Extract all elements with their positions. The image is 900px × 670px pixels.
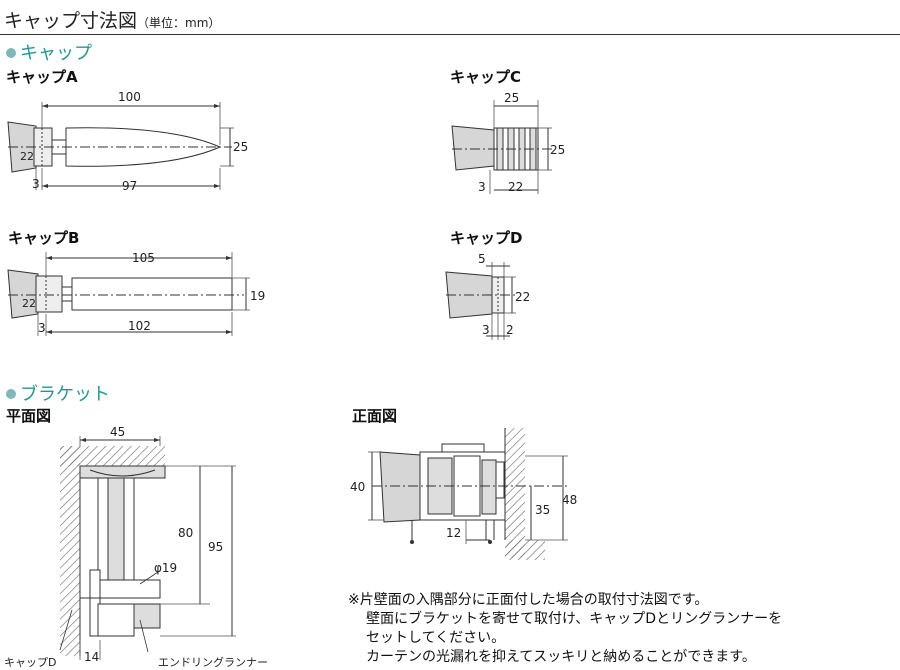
cap-a-height-dim: 25: [233, 140, 248, 154]
plan-outer-dim: 95: [208, 540, 223, 554]
plan-inner-dim: 80: [178, 526, 193, 540]
plan-view-label: 平面図: [6, 407, 52, 425]
page-title-text: キャップ寸法図: [4, 10, 138, 32]
front-right-dim: 48: [562, 493, 577, 507]
cap-a-total-dim: 100: [118, 90, 141, 104]
callout-end-ring: エンドリングランナー: [158, 655, 268, 669]
front-left-dim: 40: [350, 480, 365, 494]
cap-c-gap-dim: 3: [478, 180, 486, 194]
cap-d-gap-dim: 3: [482, 323, 490, 337]
note-block: ※片壁面の入隅部分に正面付した場合の取付寸法図です。 壁面にブラケットを寄せて取…: [348, 591, 782, 667]
front-view-label: 正面図: [352, 407, 398, 425]
section-bracket-label: ブラケット: [20, 384, 110, 405]
note-line-3: セットしてください。: [366, 630, 506, 646]
cap-d-label: キャップD: [450, 229, 523, 247]
plan-width-dim: 45: [110, 425, 125, 439]
cap-a-label: キャップA: [6, 68, 78, 86]
cap-c-total-dim: 25: [504, 91, 519, 105]
section-bracket-heading: ブラケット: [6, 380, 110, 406]
callout-cap-d: キャップD: [4, 656, 56, 669]
cap-b-gap-dim: 3: [38, 321, 46, 335]
plan-diameter-dim: φ19: [154, 561, 177, 575]
section-cap-heading: キャップ: [6, 39, 92, 65]
front-bottom-dim: 12: [446, 526, 461, 540]
cap-b-height-dim: 19: [250, 289, 265, 303]
bullet-icon: [6, 389, 16, 399]
cap-b-total-dim: 105: [132, 251, 155, 265]
cap-a-drawing: 100 25 22 3 97: [7, 90, 248, 193]
cap-c-label: キャップC: [450, 68, 522, 86]
cap-c-length-dim: 22: [508, 180, 523, 194]
note-line-2: 壁面にブラケットを寄せて取付け、キャップDとリングランナーを: [366, 611, 783, 627]
plan-spacing-dim: 14: [84, 650, 99, 664]
cap-b-length-dim: 102: [128, 319, 151, 333]
cap-c-drawing: 25 25 3 22: [451, 91, 565, 194]
cap-d-length-dim: 2: [506, 323, 514, 337]
title-rule: [0, 34, 900, 35]
bracket-plan-drawing: 45 80 95 φ19 14 キャップD エンドリングランナー: [4, 425, 268, 669]
note-line-1: ※片壁面の入隅部分に正面付した場合の取付寸法図です。: [348, 592, 709, 608]
note-line-4: カーテンの光漏れを抑えてスッキリと納めることができます。: [366, 649, 756, 665]
cap-d-drawing: 5 22 3 2: [445, 252, 530, 340]
cap-b-drawing: 105 19 22 3 102: [7, 251, 265, 336]
page-title: キャップ寸法図（単位：mm）: [4, 6, 220, 33]
cap-d-top-dim: 5: [478, 252, 486, 266]
bracket-front-drawing: 40 35 48 12: [350, 428, 577, 560]
cap-a-gap-dim: 3: [32, 177, 40, 191]
cap-b-label: キャップB: [8, 229, 80, 247]
cap-c-height-dim: 25: [550, 143, 565, 157]
cap-d-height-dim: 22: [515, 290, 530, 304]
page-title-unit: （単位：mm）: [137, 16, 221, 30]
front-mid-dim: 35: [535, 503, 550, 517]
cap-a-collar-dim: 22: [20, 150, 34, 163]
section-cap-label: キャップ: [20, 43, 92, 64]
cap-a-length-dim: 97: [122, 179, 137, 193]
bullet-icon: [6, 48, 16, 58]
cap-b-collar-dim: 22: [22, 297, 36, 310]
